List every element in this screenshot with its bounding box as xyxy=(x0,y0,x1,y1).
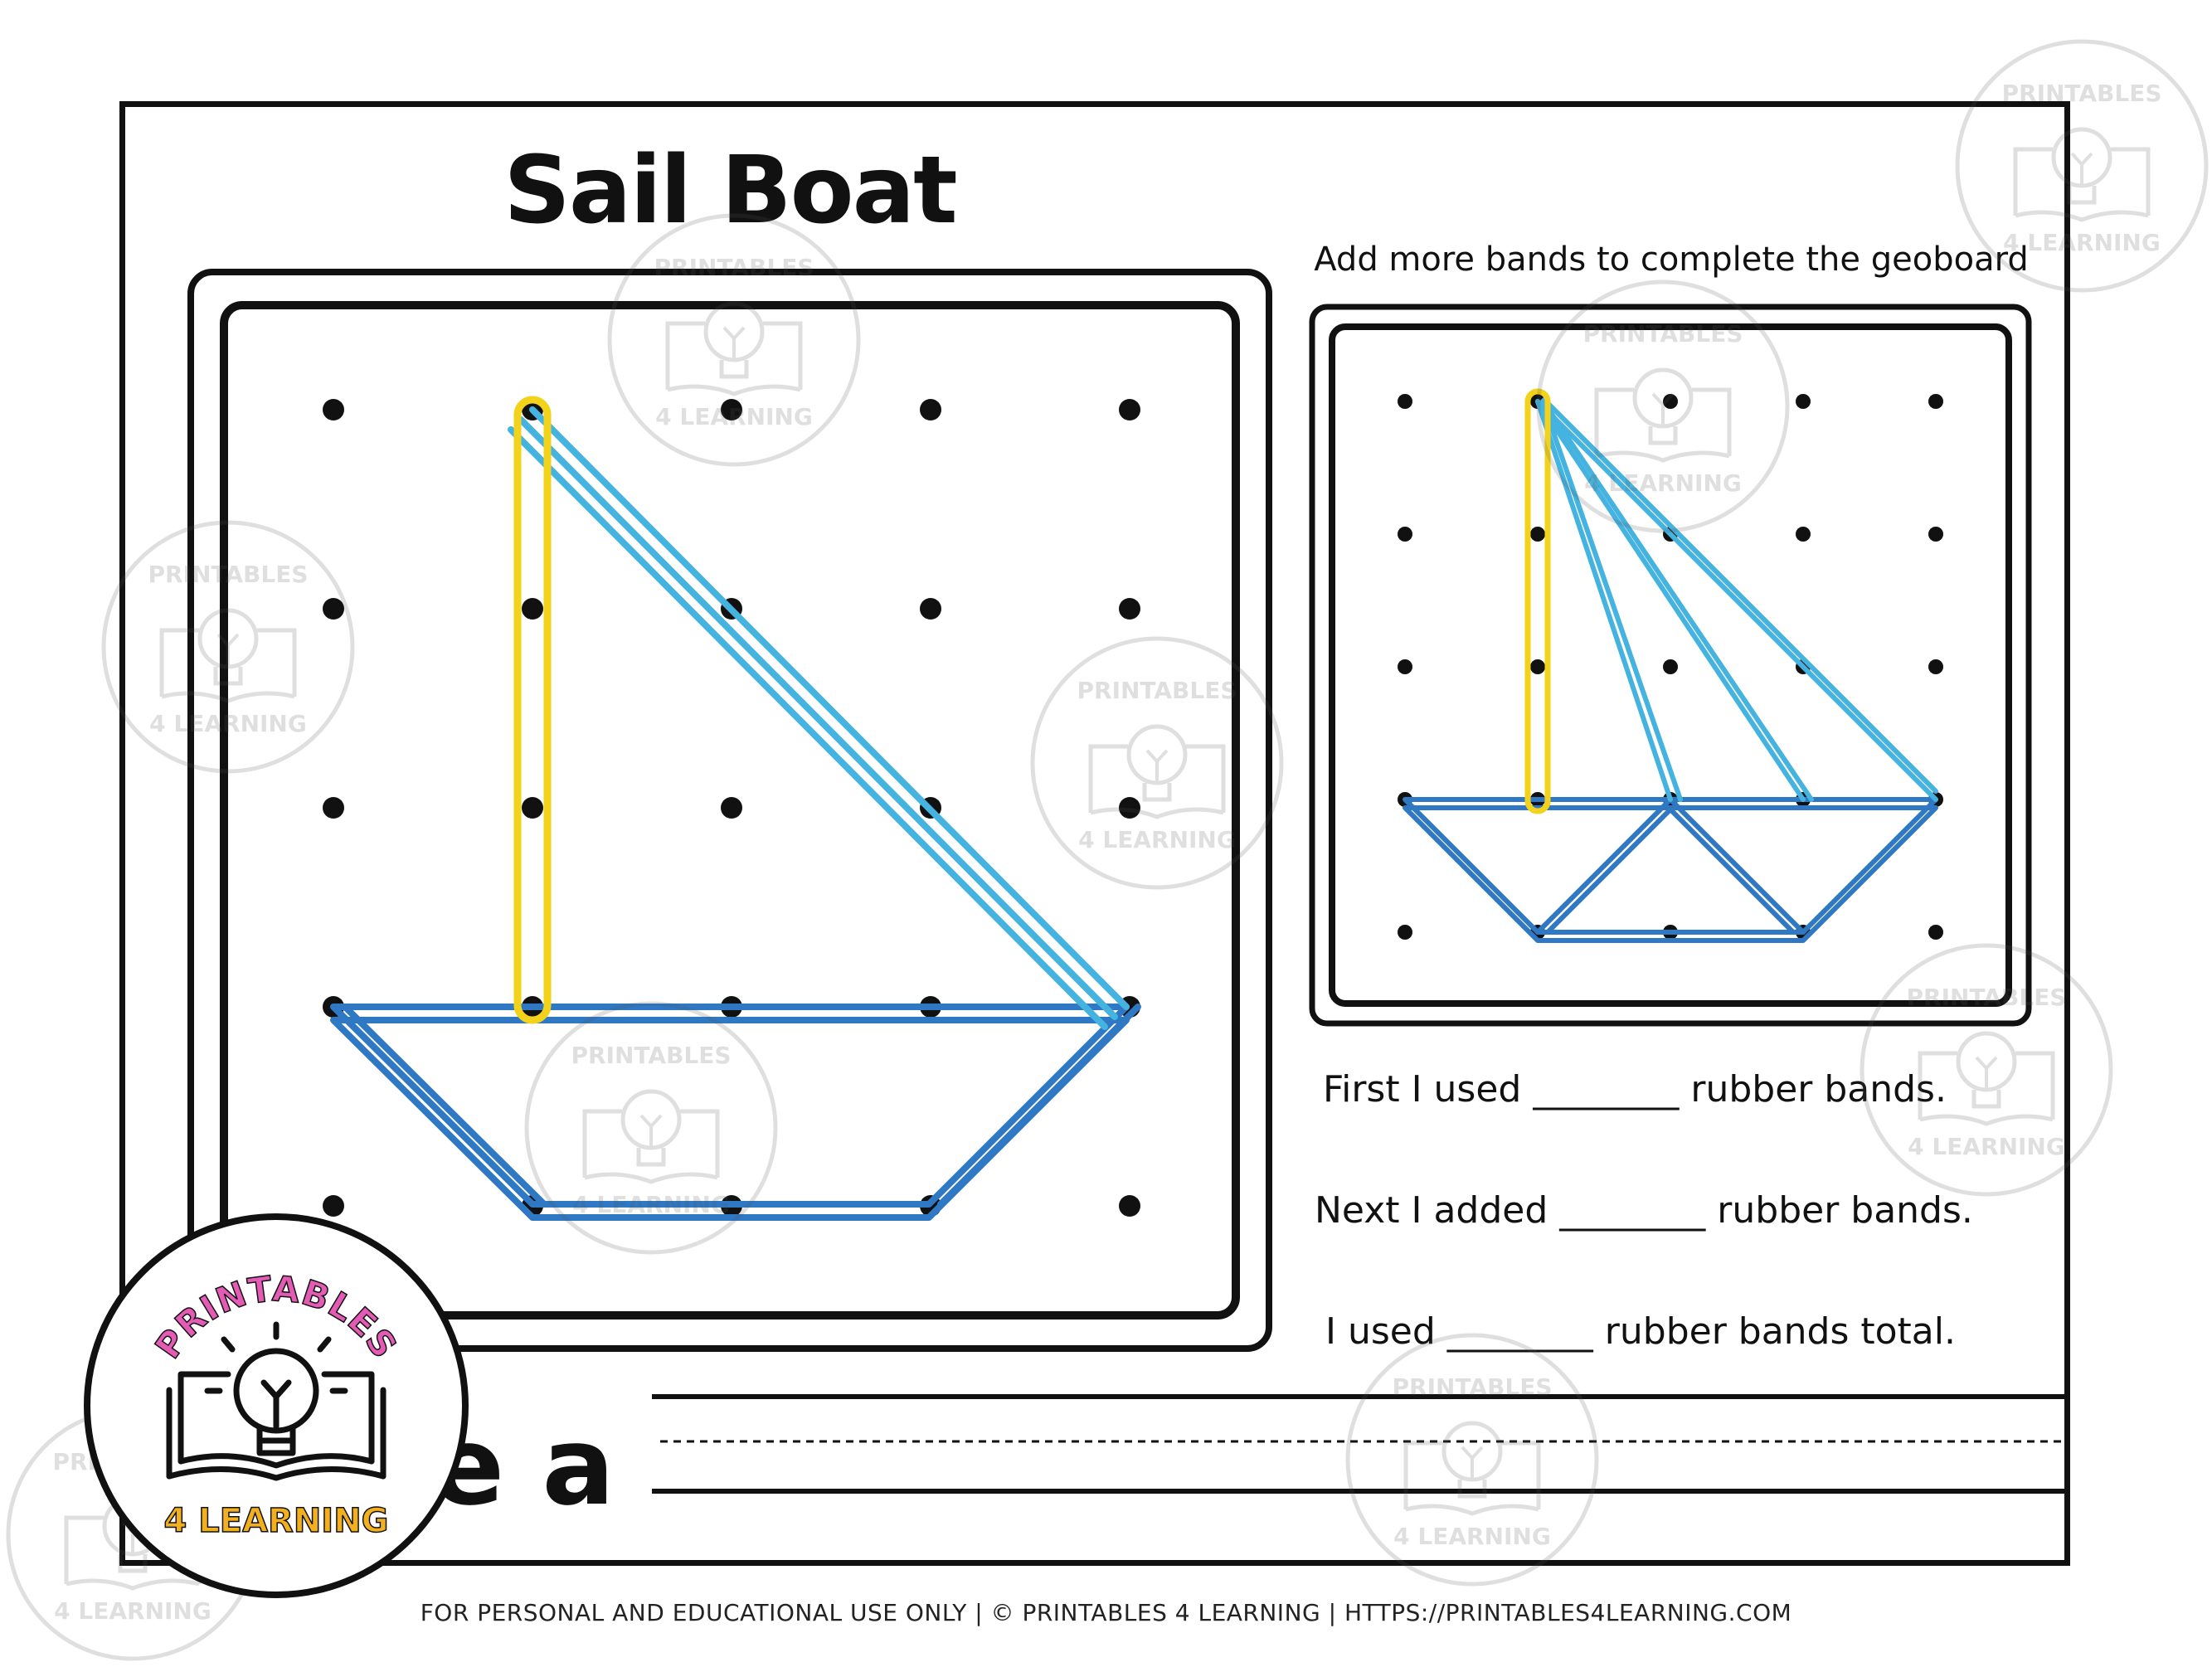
question-first-used: First I used ________ rubber bands. xyxy=(1323,1068,1947,1111)
sail-bands xyxy=(508,406,1130,1030)
mast-band xyxy=(513,396,552,1024)
small-geoboard-outer-frame xyxy=(1309,304,2032,1027)
geoboard-peg xyxy=(1398,394,1412,409)
worksheet-border xyxy=(119,101,2070,1566)
geoboard-peg xyxy=(721,797,742,819)
hull-band xyxy=(330,1017,1130,1221)
geoboard-peg xyxy=(1928,394,1943,409)
geoboard-peg xyxy=(920,399,941,420)
question-1-after: rubber bands. xyxy=(1690,1068,1947,1111)
geoboard-peg xyxy=(323,399,344,420)
question-2-blank[interactable]: ________ xyxy=(1559,1189,1706,1232)
page-title: Sail Boat xyxy=(503,137,957,245)
question-1-blank[interactable]: ________ xyxy=(1533,1068,1680,1111)
geoboard-peg xyxy=(1663,394,1678,409)
geoboard-peg xyxy=(1119,1195,1140,1217)
handwriting-lines[interactable] xyxy=(652,1390,2067,1498)
question-2-after: rubber bands. xyxy=(1717,1189,1973,1232)
small-hull-bands xyxy=(1403,797,1938,943)
main-geoboard-outer-frame xyxy=(187,269,1272,1352)
small-sail-band xyxy=(1542,397,1938,794)
small-mast-band xyxy=(1524,388,1551,814)
geoboard-peg xyxy=(323,598,344,620)
geoboard-peg xyxy=(1928,925,1943,940)
small-sail-bands xyxy=(1535,397,1938,802)
small-sail-band xyxy=(1540,399,1683,802)
small-geoboard-pegs xyxy=(1398,394,1943,940)
question-total-used: I used ________ rubber bands total. xyxy=(1325,1310,1956,1353)
hull-bands xyxy=(330,1004,1141,1221)
small-sail-band xyxy=(1535,399,1938,802)
geoboard-peg xyxy=(721,399,742,420)
geoboard-peg xyxy=(323,1195,344,1217)
geoboard-peg xyxy=(1530,527,1545,542)
question-next-added: Next I added ________ rubber bands. xyxy=(1315,1189,1973,1232)
geoboard-peg xyxy=(522,598,543,620)
small-sail-band xyxy=(1535,399,1806,802)
geoboard-peg xyxy=(1398,527,1412,542)
small-geoboard-inner-frame xyxy=(1329,323,2012,1007)
small-geoboard xyxy=(1309,304,2032,1027)
main-geoboard-pegs xyxy=(323,399,1140,1217)
geoboard-peg xyxy=(1928,659,1943,674)
geoboard-peg xyxy=(1119,598,1140,620)
question-3-blank[interactable]: ________ xyxy=(1446,1310,1593,1353)
geoboard-peg xyxy=(1928,527,1943,542)
small-hull-band xyxy=(1545,807,1796,935)
question-2-before: Next I added xyxy=(1315,1189,1548,1232)
lightbulb-book-icon xyxy=(166,1321,386,1481)
hull-band xyxy=(330,1004,1130,1208)
logo-bottom-text: 4 LEARNING xyxy=(164,1502,389,1540)
geoboard-peg xyxy=(1119,797,1140,819)
small-sail-band xyxy=(1542,401,1814,802)
geoboard-peg xyxy=(1398,659,1412,674)
geoboard-peg xyxy=(1663,659,1678,674)
instruction-text: Add more bands to complete the geoboard xyxy=(1314,241,2029,279)
question-3-after: rubber bands total. xyxy=(1604,1310,1956,1353)
main-geoboard-inner-frame xyxy=(220,301,1240,1320)
geoboard-peg xyxy=(920,598,941,620)
geoboard-peg xyxy=(522,797,543,819)
small-hull-band xyxy=(1535,797,1806,935)
geoboard-peg xyxy=(323,797,344,819)
geoboard-peg xyxy=(1530,659,1545,674)
small-hull-band xyxy=(1403,797,1938,935)
geoboard-peg xyxy=(1796,527,1811,542)
geoboard-peg xyxy=(1119,399,1140,420)
sail-band xyxy=(529,406,1130,1010)
small-hull-band xyxy=(1403,805,1938,943)
question-3-before: I used xyxy=(1325,1310,1436,1353)
hull-band xyxy=(342,1004,1141,1208)
geoboard-peg xyxy=(1796,394,1811,409)
geoboard-peg xyxy=(1398,925,1412,940)
main-geoboard xyxy=(187,269,1272,1352)
sail-band xyxy=(518,416,1118,1020)
question-1-before: First I used xyxy=(1323,1068,1522,1111)
sail-band xyxy=(508,426,1108,1030)
footer-text: FOR PERSONAL AND EDUCATIONAL USE ONLY | … xyxy=(420,1599,1792,1626)
small-sail-band xyxy=(1535,399,1673,802)
printables-logo: PRINTABLES 4 LEARNING xyxy=(84,1213,469,1598)
